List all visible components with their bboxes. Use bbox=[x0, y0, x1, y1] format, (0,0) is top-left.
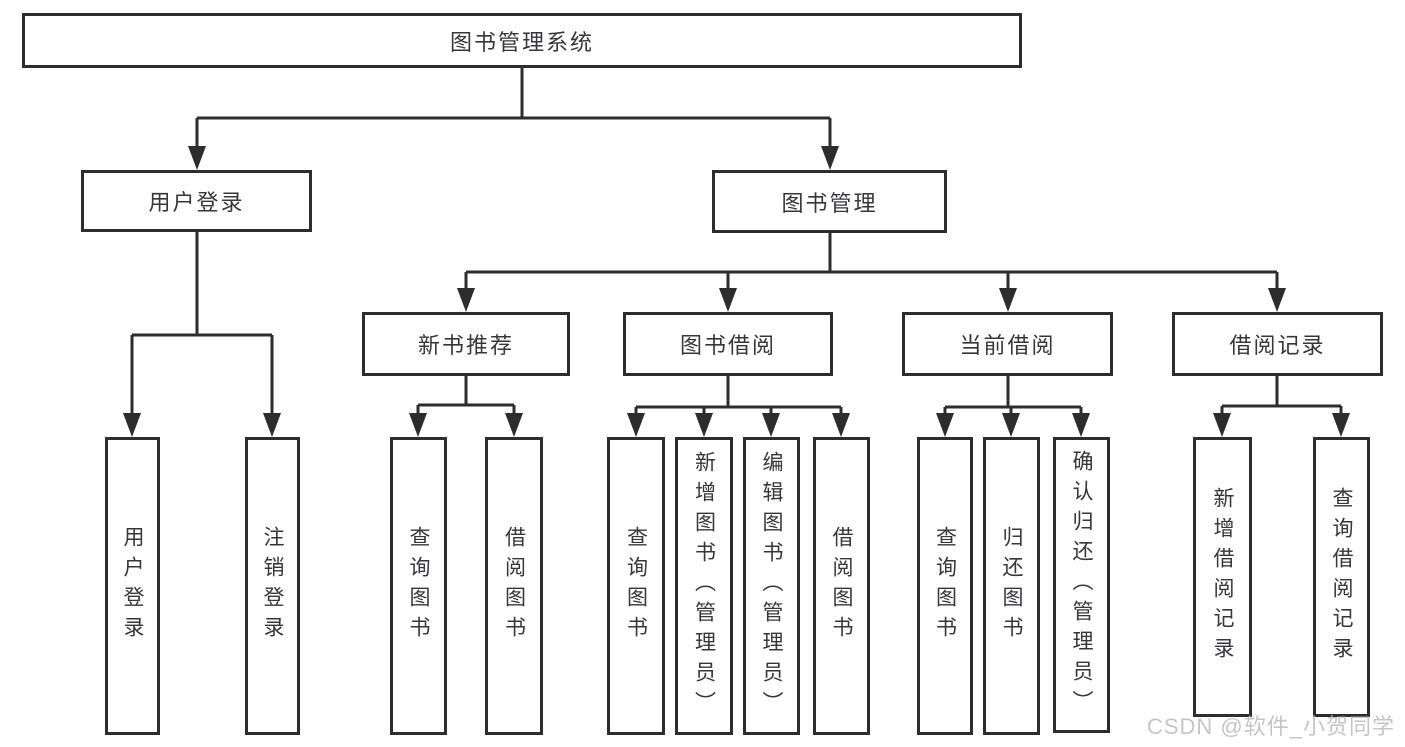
leaf-query-books-current: 查询图书 bbox=[917, 437, 973, 735]
leaf-add-books-admin: 新增图书（管理员） bbox=[675, 437, 733, 735]
leaf-user-login: 用户登录 bbox=[105, 437, 160, 735]
leaf-query-borrow-record: 查询借阅记录 bbox=[1313, 437, 1370, 717]
node-book-management: 图书管理 bbox=[712, 170, 947, 233]
leaf-query-books-borrow: 查询图书 bbox=[607, 437, 665, 735]
node-user-login: 用户登录 bbox=[81, 170, 312, 232]
leaf-confirm-return-admin: 确认归还（管理员） bbox=[1053, 437, 1110, 733]
leaf-return-books: 归还图书 bbox=[983, 437, 1040, 735]
node-current-borrow: 当前借阅 bbox=[902, 312, 1113, 376]
leaf-query-books-recommend: 查询图书 bbox=[390, 437, 447, 735]
leaf-edit-books-admin: 编辑图书（管理员） bbox=[743, 437, 800, 735]
node-borrow-records: 借阅记录 bbox=[1172, 312, 1383, 376]
node-library-management-system: 图书管理系统 bbox=[22, 13, 1022, 68]
leaf-borrow-books-recommend: 借阅图书 bbox=[485, 437, 543, 735]
node-book-borrow: 图书借阅 bbox=[623, 312, 833, 376]
leaf-add-borrow-record: 新增借阅记录 bbox=[1193, 437, 1252, 717]
node-new-book-recommend: 新书推荐 bbox=[362, 312, 570, 376]
csdn-watermark: CSDN @软件_小贺同学 bbox=[1146, 714, 1395, 739]
leaf-logout: 注销登录 bbox=[245, 437, 300, 735]
leaf-borrow-books: 借阅图书 bbox=[813, 437, 870, 735]
